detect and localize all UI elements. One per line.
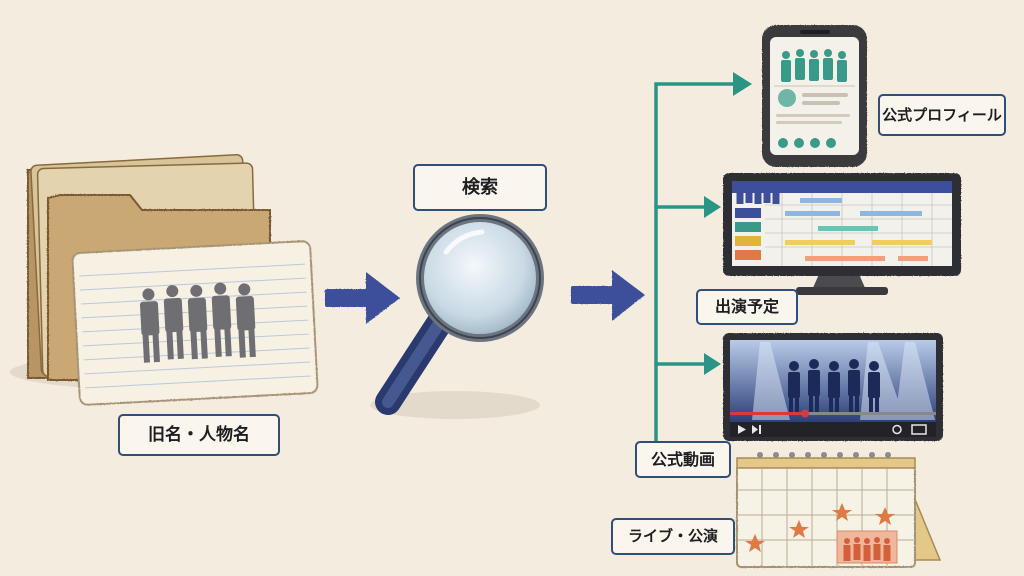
- magnifying-glass-icon: [370, 214, 544, 419]
- arrow-to-search: [325, 272, 400, 324]
- label-schedule: 出演予定: [696, 289, 798, 325]
- label-profile: 公式プロフィール: [878, 94, 1006, 136]
- arrow-to-branches: [571, 270, 645, 321]
- branch-connector: [654, 82, 737, 462]
- desk-calendar-icon: [736, 452, 942, 568]
- label-source: 旧名・人物名: [118, 414, 280, 456]
- video-player-icon: [723, 333, 943, 441]
- label-search: 検索: [413, 164, 547, 211]
- monitor-schedule-icon: [723, 173, 961, 295]
- folder-with-photo-card-icon: [10, 154, 319, 406]
- label-video: 公式動画: [635, 441, 731, 478]
- label-live: ライブ・公演: [611, 518, 735, 555]
- smartphone-profile-icon: [762, 25, 867, 167]
- group-silhouette: [139, 282, 256, 363]
- branch-arrowheads: [704, 72, 752, 375]
- photo-card: [71, 240, 319, 406]
